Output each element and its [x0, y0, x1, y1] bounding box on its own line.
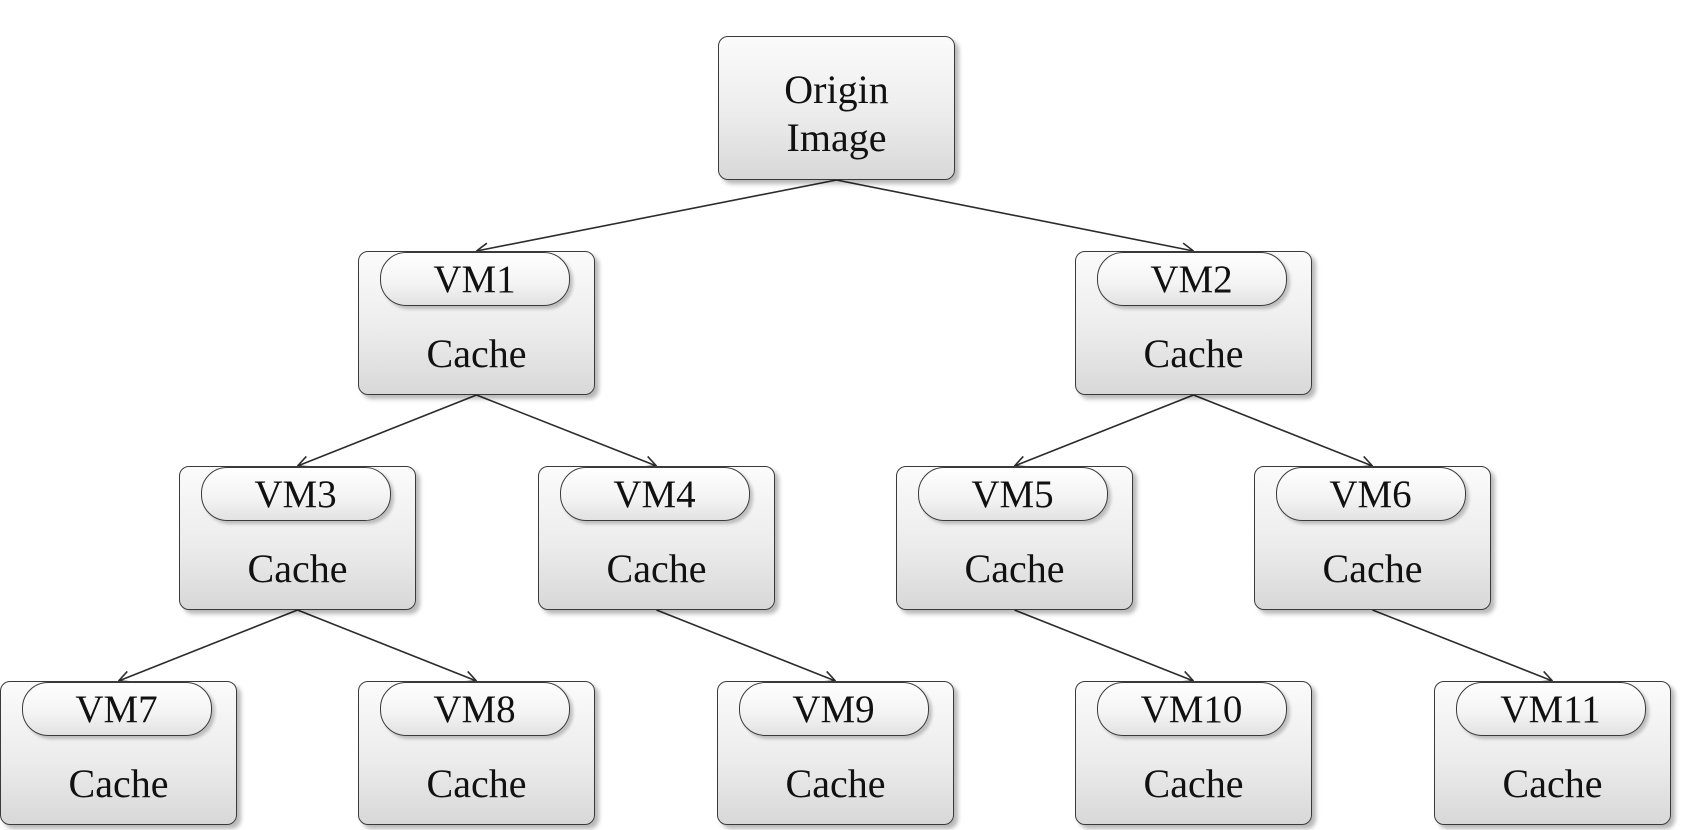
- edge-origin-to-vm2: [836, 179, 1194, 256]
- vm5-cache-label: Cache: [964, 546, 1065, 591]
- vm11-cache-label: Cache: [1502, 761, 1603, 806]
- edge-origin-to-vm1: [476, 179, 837, 256]
- origin-image-node: Origin Image: [718, 36, 955, 180]
- edge-line: [118, 609, 298, 682]
- vm4-cache-label: Cache: [606, 546, 707, 591]
- vm11-vm-label: VM11: [1455, 682, 1646, 736]
- edge-vm4-to-vm9: [656, 609, 837, 683]
- edge-line: [1372, 609, 1553, 682]
- edge-line: [1193, 394, 1373, 467]
- edge-line: [1014, 609, 1194, 682]
- edge-vm2-to-vm6: [1193, 394, 1374, 468]
- edge-line: [836, 179, 1194, 252]
- vm1-vm-label: VM1: [379, 252, 570, 306]
- edge-vm3-to-vm8: [297, 609, 478, 683]
- vm8-cache-label: Cache: [426, 761, 527, 806]
- origin-label-line1: Origin: [784, 67, 889, 112]
- arrowhead-stroke: [467, 670, 478, 682]
- origin-label-line2: Image: [786, 115, 887, 160]
- arrowhead-stroke: [476, 242, 488, 252]
- edge-line: [656, 609, 836, 682]
- vm6-vm-label: VM6: [1275, 467, 1466, 521]
- arrowhead-stroke: [1363, 455, 1374, 467]
- vm10-cache-label: Cache: [1143, 761, 1244, 806]
- arrowhead-stroke: [647, 455, 658, 467]
- edge-line: [476, 179, 837, 252]
- vm7-vm-label: VM7: [21, 682, 212, 736]
- vm6-cache-label: Cache: [1322, 546, 1423, 591]
- arrowhead-stroke: [1184, 670, 1195, 682]
- edge-vm1-to-vm4: [476, 394, 658, 468]
- edge-vm3-to-vm7: [117, 609, 298, 683]
- vm8-vm-label: VM8: [379, 682, 570, 736]
- arrowhead-stroke: [1182, 242, 1194, 252]
- arrowhead-stroke: [826, 670, 837, 682]
- vm2-vm-label: VM2: [1096, 252, 1287, 306]
- vm10-vm-label: VM10: [1096, 682, 1287, 736]
- edge-vm2-to-vm5: [1013, 394, 1194, 468]
- vm3-cache-label: Cache: [247, 546, 348, 591]
- arrowhead-stroke: [1013, 455, 1024, 467]
- edge-vm6-to-vm11: [1372, 609, 1554, 683]
- vm5-vm-label: VM5: [917, 467, 1108, 521]
- edge-line: [476, 394, 657, 467]
- vm4-vm-label: VM4: [559, 467, 750, 521]
- vm1-cache-label: Cache: [426, 331, 527, 376]
- arrowhead-stroke: [296, 455, 307, 467]
- vm3-vm-label: VM3: [200, 467, 391, 521]
- edge-vm1-to-vm3: [296, 394, 477, 468]
- arrowhead-stroke: [117, 670, 128, 682]
- arrowhead-stroke: [1543, 670, 1554, 682]
- vm9-vm-label: VM9: [738, 682, 929, 736]
- edge-line: [1014, 394, 1194, 467]
- vm7-cache-label: Cache: [68, 761, 169, 806]
- edge-line: [297, 394, 477, 467]
- edge-vm5-to-vm10: [1014, 609, 1195, 683]
- vm9-cache-label: Cache: [785, 761, 886, 806]
- vm2-cache-label: Cache: [1143, 331, 1244, 376]
- edge-line: [297, 609, 477, 682]
